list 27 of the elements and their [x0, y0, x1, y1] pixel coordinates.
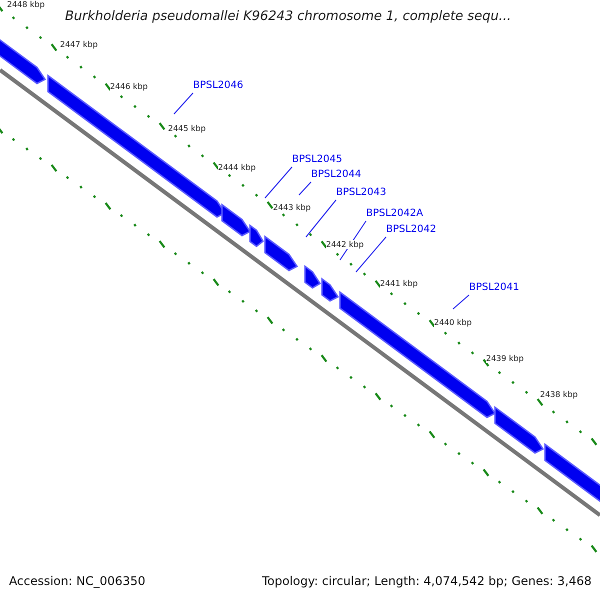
gene-label: BPSL2046 [193, 80, 244, 91]
gene-label: BPSL2042 [386, 224, 436, 235]
scale-label: 2444 kbp [218, 163, 256, 172]
gene-label: BPSL2045 [292, 154, 342, 165]
scale-label: 2448 kbp [7, 0, 45, 9]
leader-line [306, 200, 336, 238]
title: Burkholderia pseudomallei K96243 chromosome 1, complete sequ... [65, 9, 512, 24]
scale-label: 2447 kbp [60, 40, 98, 49]
scale-label: 2441 kbp [380, 279, 418, 288]
footer-text: Accession: NC_006350 [9, 574, 146, 588]
leader-line [356, 236, 386, 272]
scale-label: 2446 kbp [110, 82, 148, 91]
leader-line [264, 166, 292, 198]
scale-label: 2445 kbp [168, 124, 206, 133]
scale-label: 2439 kbp [486, 354, 524, 363]
scale-label: 2443 kbp [273, 203, 311, 212]
gene-label: BPSL2042A [366, 208, 424, 219]
gene-label: BPSL2043 [336, 187, 386, 198]
leader-line [174, 92, 194, 114]
scale-label: 2442 kbp [326, 240, 364, 249]
leader-line [298, 182, 312, 196]
gene-label: BPSL2041 [469, 282, 520, 293]
scale-label: 2440 kbp [434, 318, 472, 327]
scale-label: 2438 kbp [540, 390, 578, 399]
gene-label: BPSL2044 [311, 169, 362, 180]
footer-text: Topology: circular; Length: 4,074,542 bp; Genes: 3,468 [262, 574, 592, 588]
leader-line [452, 294, 470, 310]
